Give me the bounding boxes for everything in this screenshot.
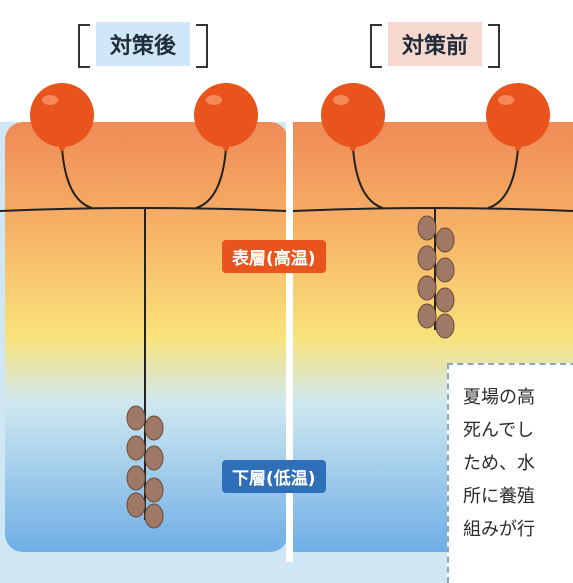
panel-divider <box>286 122 293 562</box>
label-after: 対策後 <box>78 22 208 66</box>
bracket-left-after <box>78 24 90 68</box>
bracket-right-after <box>196 24 208 68</box>
note-line: 死んでし <box>463 420 535 441</box>
bracket-right-before <box>488 24 500 68</box>
deep-temperature-tag: 下層(低温) <box>222 460 326 493</box>
explanation-note: 夏場の高 死んでし ため、水 所に養殖 組みが行 <box>447 363 573 583</box>
label-before-text: 対策前 <box>387 22 482 66</box>
buoy-icon <box>321 83 385 209</box>
surface-line-before <box>292 207 573 212</box>
buoy-icon <box>194 83 258 209</box>
buoy-icon <box>486 83 550 209</box>
water-panel-after <box>5 122 288 552</box>
oyster-cluster-icon <box>126 405 164 529</box>
note-line: ため、水 <box>463 453 535 474</box>
label-after-text: 対策後 <box>95 22 190 66</box>
oyster-cluster-icon <box>417 215 455 339</box>
surface-temperature-tag: 表層(高温) <box>222 240 326 273</box>
label-before: 対策前 <box>370 22 500 66</box>
note-line: 夏場の高 <box>463 387 535 408</box>
note-line: 所に養殖 <box>463 486 535 507</box>
note-line: 組みが行 <box>463 519 535 540</box>
surface-line-after <box>0 207 287 212</box>
diagram-canvas <box>0 0 573 562</box>
bracket-left-before <box>370 24 382 68</box>
buoy-icon <box>30 83 94 209</box>
